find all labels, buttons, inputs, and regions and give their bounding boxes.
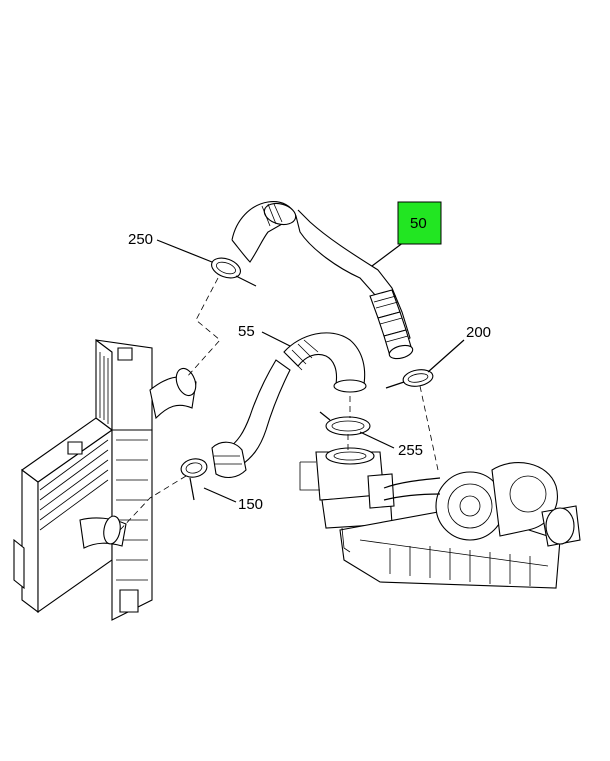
- clamp-250: [211, 257, 257, 287]
- callout-55-label: 55: [238, 323, 255, 340]
- hose-55: [211, 332, 367, 479]
- callout-55[interactable]: 55: [238, 323, 255, 340]
- dashed-guides: [119, 277, 439, 531]
- callout-250[interactable]: 250: [128, 231, 153, 248]
- callout-50[interactable]: 50: [397, 201, 442, 245]
- callout-200-label: 200: [466, 324, 491, 341]
- hose-50: [231, 201, 414, 360]
- callout-150-label: 150: [238, 496, 263, 513]
- callout-50-label: 50: [410, 215, 427, 232]
- charge-air-cooler: [13, 338, 197, 621]
- callout-255-label: 255: [398, 442, 423, 459]
- turbo-egr-assembly: [299, 447, 581, 589]
- clamp-150: [180, 458, 208, 501]
- callout-250-label: 250: [128, 231, 153, 248]
- clamp-200: [385, 369, 434, 389]
- clamp-255: [319, 411, 371, 436]
- callout-50-highlight: [397, 201, 442, 245]
- callout-150[interactable]: 150: [238, 496, 263, 513]
- leader-lines: [156, 239, 465, 503]
- callout-200[interactable]: 200: [466, 324, 491, 341]
- callout-255[interactable]: 255: [398, 442, 423, 459]
